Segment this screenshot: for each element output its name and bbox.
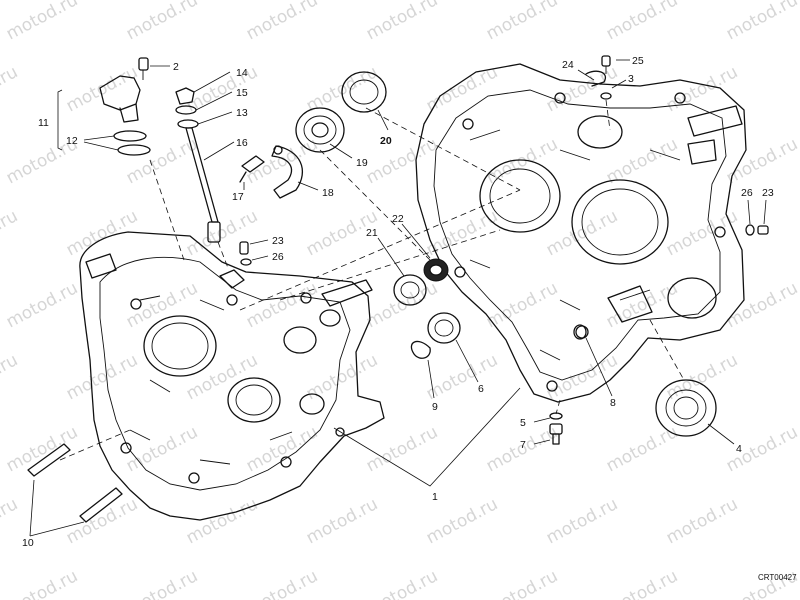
callout-10: 10 — [22, 537, 34, 549]
seal-20 — [341, 71, 387, 113]
dowel-23a-26a — [239, 241, 252, 266]
watermark-text: motod.ru — [0, 62, 21, 116]
callout-6: 6 — [478, 383, 484, 395]
watermark-text: motod.ru — [483, 134, 561, 188]
callout-7: 7 — [520, 439, 526, 451]
callout-26-left: 26 — [272, 251, 284, 263]
watermark-text: motod.ru — [483, 566, 561, 600]
watermark-text: motod.ru — [0, 494, 21, 548]
seal-22 — [423, 258, 449, 282]
alignment-lines — [59, 99, 685, 461]
callout-13: 13 — [236, 107, 248, 119]
clip-24-25-3 — [585, 55, 612, 100]
watermark-text: motod.ru — [3, 566, 81, 600]
callout-21: 21 — [366, 227, 378, 239]
circlip-9 — [410, 340, 431, 359]
callout-16: 16 — [236, 137, 248, 149]
callout-4: 4 — [736, 443, 742, 455]
watermark-text: motod.ru — [723, 422, 800, 476]
bolt-17 — [239, 155, 265, 183]
callout-12: 12 — [66, 135, 78, 147]
watermark-text: motod.ru — [723, 566, 800, 600]
watermark-text: motod.ru — [63, 350, 141, 404]
watermark-text: motod.ru — [63, 494, 141, 548]
callout-18: 18 — [322, 187, 334, 199]
watermark-text: motod.ru — [183, 350, 261, 404]
watermark-text: motod.ru — [303, 350, 381, 404]
watermark-text: motod.ru — [603, 422, 681, 476]
callout-23-left: 23 — [272, 235, 284, 247]
watermark-text: motod.ru — [723, 0, 800, 44]
watermark-text: motod.ru — [123, 0, 201, 44]
bearing-6 — [427, 312, 461, 344]
watermark-text: motod.ru — [363, 422, 441, 476]
watermark-text: motod.ru — [423, 206, 501, 260]
watermark-text: motod.ru — [663, 494, 741, 548]
callout-3: 3 — [628, 73, 634, 85]
watermark-text: motod.ru — [243, 566, 321, 600]
watermark-text: motod.ru — [243, 278, 321, 332]
bearing-21 — [393, 274, 427, 306]
watermark-text: motod.ru — [603, 0, 681, 44]
callout-26-right: 26 — [741, 187, 753, 199]
dipstick-assembly — [175, 87, 221, 243]
watermark-text: motod.ru — [423, 350, 501, 404]
watermark-text: motod.ru — [63, 206, 141, 260]
callout-25: 25 — [632, 55, 644, 67]
callout-22: 22 — [392, 213, 404, 225]
callout-24: 24 — [562, 59, 574, 71]
oring-8 — [575, 325, 589, 339]
callout-20: 20 — [380, 135, 392, 147]
studs-10 — [27, 443, 123, 523]
watermark-text: motod.ru — [363, 134, 441, 188]
watermark-text: motod.ru — [663, 350, 741, 404]
watermark-text: motod.ru — [723, 278, 800, 332]
watermark-text: motod.ru — [123, 422, 201, 476]
watermark-text: motod.ru — [363, 0, 441, 44]
watermark-text: motod.ru — [483, 0, 561, 44]
watermark-text: motod.ru — [543, 494, 621, 548]
watermark-text: motod.ru — [603, 566, 681, 600]
callout-1: 1 — [432, 491, 438, 503]
callout-2: 2 — [173, 61, 179, 73]
callout-9: 9 — [432, 401, 438, 413]
bearing-4 — [655, 379, 717, 437]
watermark-text: motod.ru — [3, 0, 81, 44]
callout-19: 19 — [356, 157, 368, 169]
callout-23-right: 23 — [762, 187, 774, 199]
retaining-plate-18 — [271, 145, 304, 199]
callout-17: 17 — [232, 191, 244, 203]
watermark-text: motod.ru — [0, 206, 21, 260]
watermark-text: motod.ru — [123, 566, 201, 600]
callout-5: 5 — [520, 417, 526, 429]
watermark-text: motod.ru — [243, 0, 321, 44]
callout-labels: 2 14 15 13 11 12 16 17 18 19 20 23 26 21… — [22, 55, 797, 582]
callout-11: 11 — [38, 117, 49, 129]
watermark-text: motod.ru — [363, 566, 441, 600]
watermark-text: motod.ru — [243, 134, 321, 188]
callout-15: 15 — [236, 87, 248, 99]
dowel-26b-23b — [745, 224, 769, 236]
bearing-19 — [295, 107, 345, 153]
watermark-text: motod.ru — [723, 134, 800, 188]
callout-8: 8 — [610, 397, 616, 409]
watermark-text: motod.ru — [0, 350, 21, 404]
watermark-text: motod.ru — [303, 494, 381, 548]
watermark-text: motod.ru — [63, 62, 141, 116]
watermark-text: motod.ru — [183, 494, 261, 548]
left-crankcase-half — [79, 231, 385, 521]
callout-14: 14 — [236, 67, 248, 79]
watermark-text: motod.ru — [423, 62, 501, 116]
watermark-text: motod.ru — [243, 422, 321, 476]
right-crankcase-half — [415, 63, 747, 403]
leader-lines — [29, 59, 767, 537]
watermark-text: motod.ru — [663, 206, 741, 260]
watermark-text: motod.ru — [3, 278, 81, 332]
drawing-code: CRT00427 — [758, 573, 797, 582]
